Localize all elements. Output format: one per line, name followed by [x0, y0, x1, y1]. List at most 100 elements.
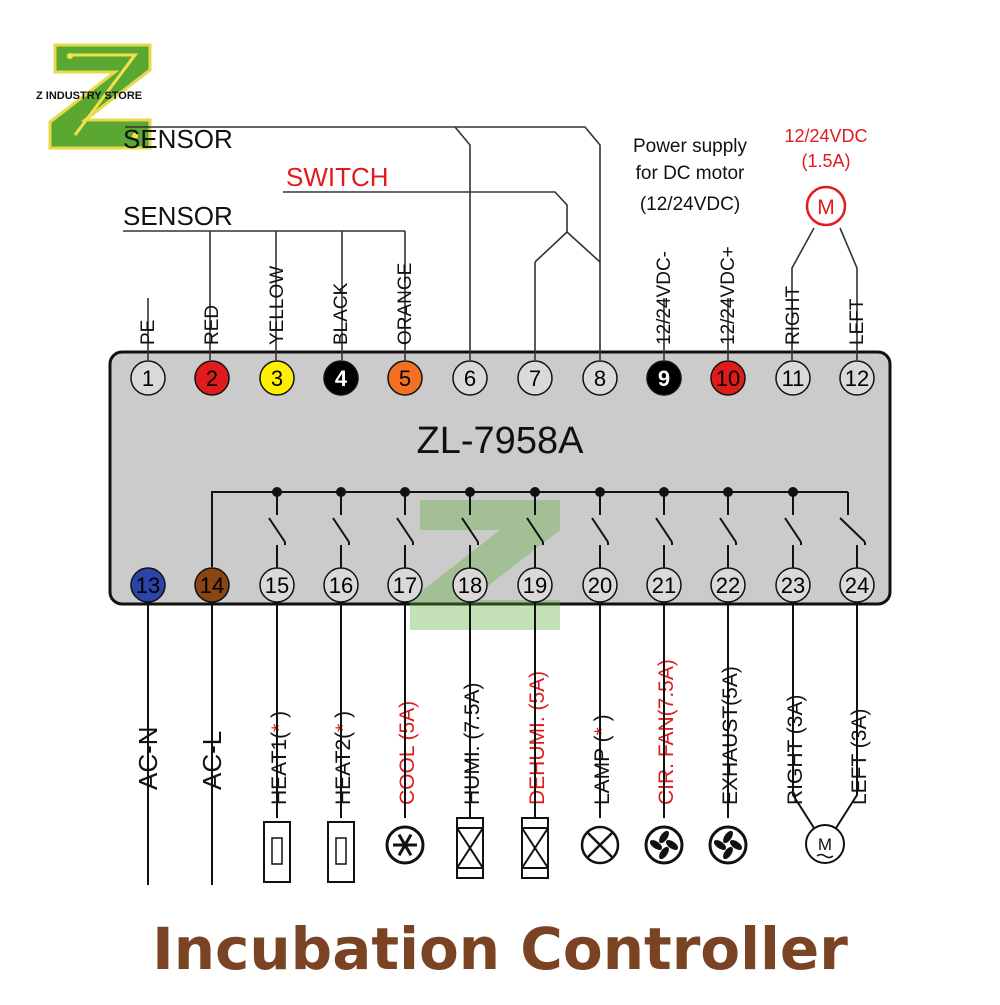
model-label: ZL-7958A: [417, 420, 585, 462]
terminal-number: 21: [652, 573, 676, 598]
terminal-circle: [452, 360, 488, 396]
terminal-number: 6: [464, 366, 476, 391]
terminal-label: ORANGE: [395, 263, 416, 345]
terminal-label: YELLOW: [267, 266, 288, 345]
motor-top-icon: M: [805, 185, 847, 227]
relay-contact: [332, 517, 350, 543]
output-label: DEHUMI. (5A): [526, 671, 549, 805]
terminal-label: 12/24VDC+: [718, 246, 739, 345]
output-label: HUMI. (7.5A): [461, 682, 484, 805]
terminal-label: BLACK: [331, 282, 352, 345]
power-line1: Power supply: [633, 136, 748, 157]
rated-marker: *: [591, 727, 614, 735]
terminal-number: 14: [200, 573, 224, 598]
top-terminal: 5 ORANGE: [387, 263, 423, 396]
snowflake-icon: [385, 825, 425, 865]
sensor-top-label: SENSOR: [123, 124, 233, 154]
top-terminal: 4 BLACK: [323, 282, 359, 396]
terminal-circle: [839, 360, 875, 396]
bottom-wiring: [147, 602, 858, 885]
terminal-number: 13: [136, 573, 160, 598]
label-close: ): [591, 714, 614, 727]
output-label: HEAT2(* ): [332, 711, 355, 805]
terminal-circle: [387, 360, 423, 396]
motor-wire: [792, 602, 815, 829]
store-logo: Z INDUSTRY STORE: [36, 43, 152, 150]
terminal-number: 20: [588, 573, 612, 598]
relay-contact: [268, 517, 286, 543]
terminal-number: 17: [393, 573, 417, 598]
terminal-label: RED: [202, 305, 223, 345]
terminal-circle: [130, 360, 166, 396]
output-label: RIGHT (3A): [784, 695, 807, 805]
switch-label: SWITCH: [286, 162, 389, 192]
terminal-number: 10: [716, 366, 740, 391]
relay-bus: [211, 487, 866, 568]
terminal-label: 12/24VDC-: [654, 251, 675, 345]
output-label: LAMP (* ): [591, 714, 614, 805]
logo-text: Z INDUSTRY STORE: [36, 90, 142, 102]
terminal-number: 7: [529, 366, 541, 391]
terminal-circle: [259, 360, 295, 396]
relay-contact: [396, 517, 414, 543]
output-label: EXHAUST(5A): [719, 666, 742, 805]
terminal-number: 23: [781, 573, 805, 598]
terminal-number: 9: [658, 366, 670, 391]
label-close: ): [268, 711, 291, 724]
terminal-number: 5: [399, 366, 411, 391]
lamp-icon: [580, 825, 620, 865]
terminal-number: 2: [206, 366, 218, 391]
top-wiring: [123, 126, 858, 360]
terminal-circle: [582, 360, 618, 396]
top-terminal: 9 12/24VDC-: [646, 251, 682, 396]
controller-box: [108, 350, 892, 606]
relay-contact: [461, 517, 479, 543]
terminal-number: 1: [142, 366, 154, 391]
output-label: LEFT (3A): [848, 709, 871, 805]
rated-marker: *: [332, 724, 355, 732]
motor-bottom-icon: M: [805, 824, 845, 864]
terminal-number: 24: [845, 573, 869, 598]
terminal-circle: [323, 360, 359, 396]
relay-contact: [784, 517, 802, 543]
terminal-label: RIGHT: [783, 286, 804, 346]
terminal-number: 16: [329, 573, 353, 598]
relay-contact: [591, 517, 609, 543]
valve-icon: [521, 817, 549, 879]
watermark: [410, 500, 560, 630]
rated-marker: *: [268, 724, 291, 732]
output-devices: [263, 817, 748, 883]
heater-icon: [263, 821, 291, 883]
terminal-number: 22: [716, 573, 740, 598]
motor-bottom-symbol: M: [818, 835, 832, 854]
fan-icon: [708, 825, 748, 865]
motor-top-symbol: M: [817, 196, 835, 219]
power-line2: for DC motor: [636, 163, 745, 184]
output-label: CIR. FAN(7.5A): [655, 659, 678, 805]
label-close: ): [332, 711, 355, 724]
terminal-number: 4: [335, 366, 348, 391]
terminal-number: 12: [845, 366, 869, 391]
terminal-number: 11: [782, 366, 805, 391]
motor-top-line1: 12/24VDC: [784, 126, 867, 146]
sensor-label: SENSOR: [123, 201, 233, 231]
common-line: [211, 491, 277, 567]
output-label: COOL (5A): [396, 701, 419, 805]
output-label: HEAT1(* ): [268, 711, 291, 805]
motor-top-line2: (1.5A): [801, 151, 850, 171]
terminal-number: 18: [458, 573, 482, 598]
top-terminal: 7: [517, 360, 553, 396]
relay-contact: [719, 517, 737, 543]
terminal-circle: [775, 360, 811, 396]
relay-contact: [839, 517, 866, 543]
page-title: Incubation Controller: [152, 915, 848, 983]
